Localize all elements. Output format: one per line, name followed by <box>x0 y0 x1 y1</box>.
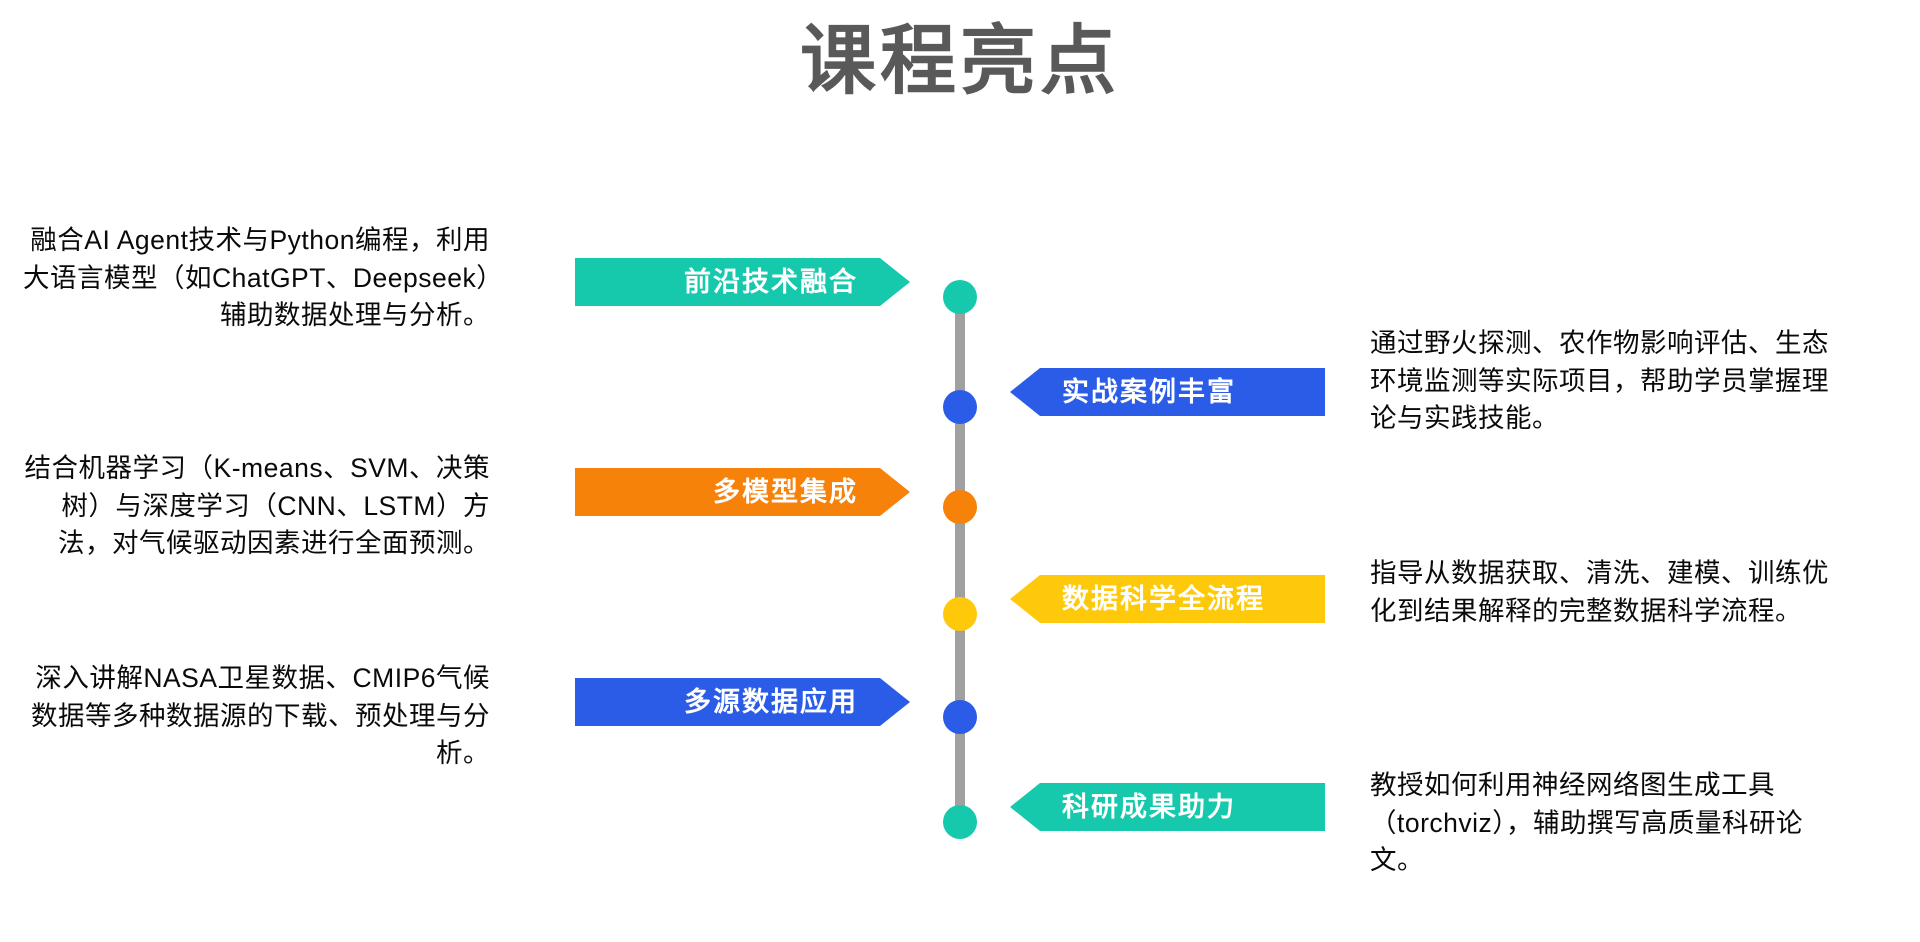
milestone-label-3: 多模型集成 <box>713 476 858 507</box>
timeline-dot-5 <box>943 700 977 734</box>
milestone-label-2: 实战案例丰富 <box>1062 376 1236 407</box>
milestone-description-6: 教授如何利用神经网络图生成工具（torchviz），辅助撰写高质量科研论文。 <box>1370 770 1804 876</box>
milestone-arrow-5[interactable]: 多源数据应用 <box>575 678 910 726</box>
milestone-description-1: 融合AI Agent技术与Python编程，利用大语言模型（如ChatGPT、D… <box>22 225 490 331</box>
milestone-label-6: 科研成果助力 <box>1062 791 1236 822</box>
page-title: 课程亮点 <box>800 19 1120 104</box>
milestone-label-1: 前沿技术融合 <box>684 266 858 297</box>
milestone-arrow-6[interactable]: 科研成果助力 <box>1010 783 1325 831</box>
milestone-description-3: 结合机器学习（K-means、SVM、决策树）与深度学习（CNN、LSTM）方法… <box>24 453 490 559</box>
milestone-description-2: 通过野火探测、农作物影响评估、生态环境监测等实际项目，帮助学员掌握理论与实践技能… <box>1370 328 1829 434</box>
milestone-arrow-4[interactable]: 数据科学全流程 <box>1010 575 1325 623</box>
timeline-dot-4 <box>943 597 977 631</box>
milestone-label-4: 数据科学全流程 <box>1062 583 1265 614</box>
timeline-dot-2 <box>943 390 977 424</box>
milestone-arrow-3[interactable]: 多模型集成 <box>575 468 910 516</box>
timeline-dot-3 <box>943 490 977 524</box>
timeline-spine <box>955 288 965 833</box>
milestone-arrow-1[interactable]: 前沿技术融合 <box>575 258 910 306</box>
timeline-dot-1 <box>943 280 977 314</box>
milestone-description-4: 指导从数据获取、清洗、建模、训练优化到结果解释的完整数据科学流程。 <box>1370 558 1829 626</box>
timeline-dot-6 <box>943 805 977 839</box>
milestone-label-5: 多源数据应用 <box>684 686 858 717</box>
milestone-arrow-2[interactable]: 实战案例丰富 <box>1010 368 1325 416</box>
milestone-description-5: 深入讲解NASA卫星数据、CMIP6气候数据等多种数据源的下载、预处理与分析。 <box>31 663 490 769</box>
